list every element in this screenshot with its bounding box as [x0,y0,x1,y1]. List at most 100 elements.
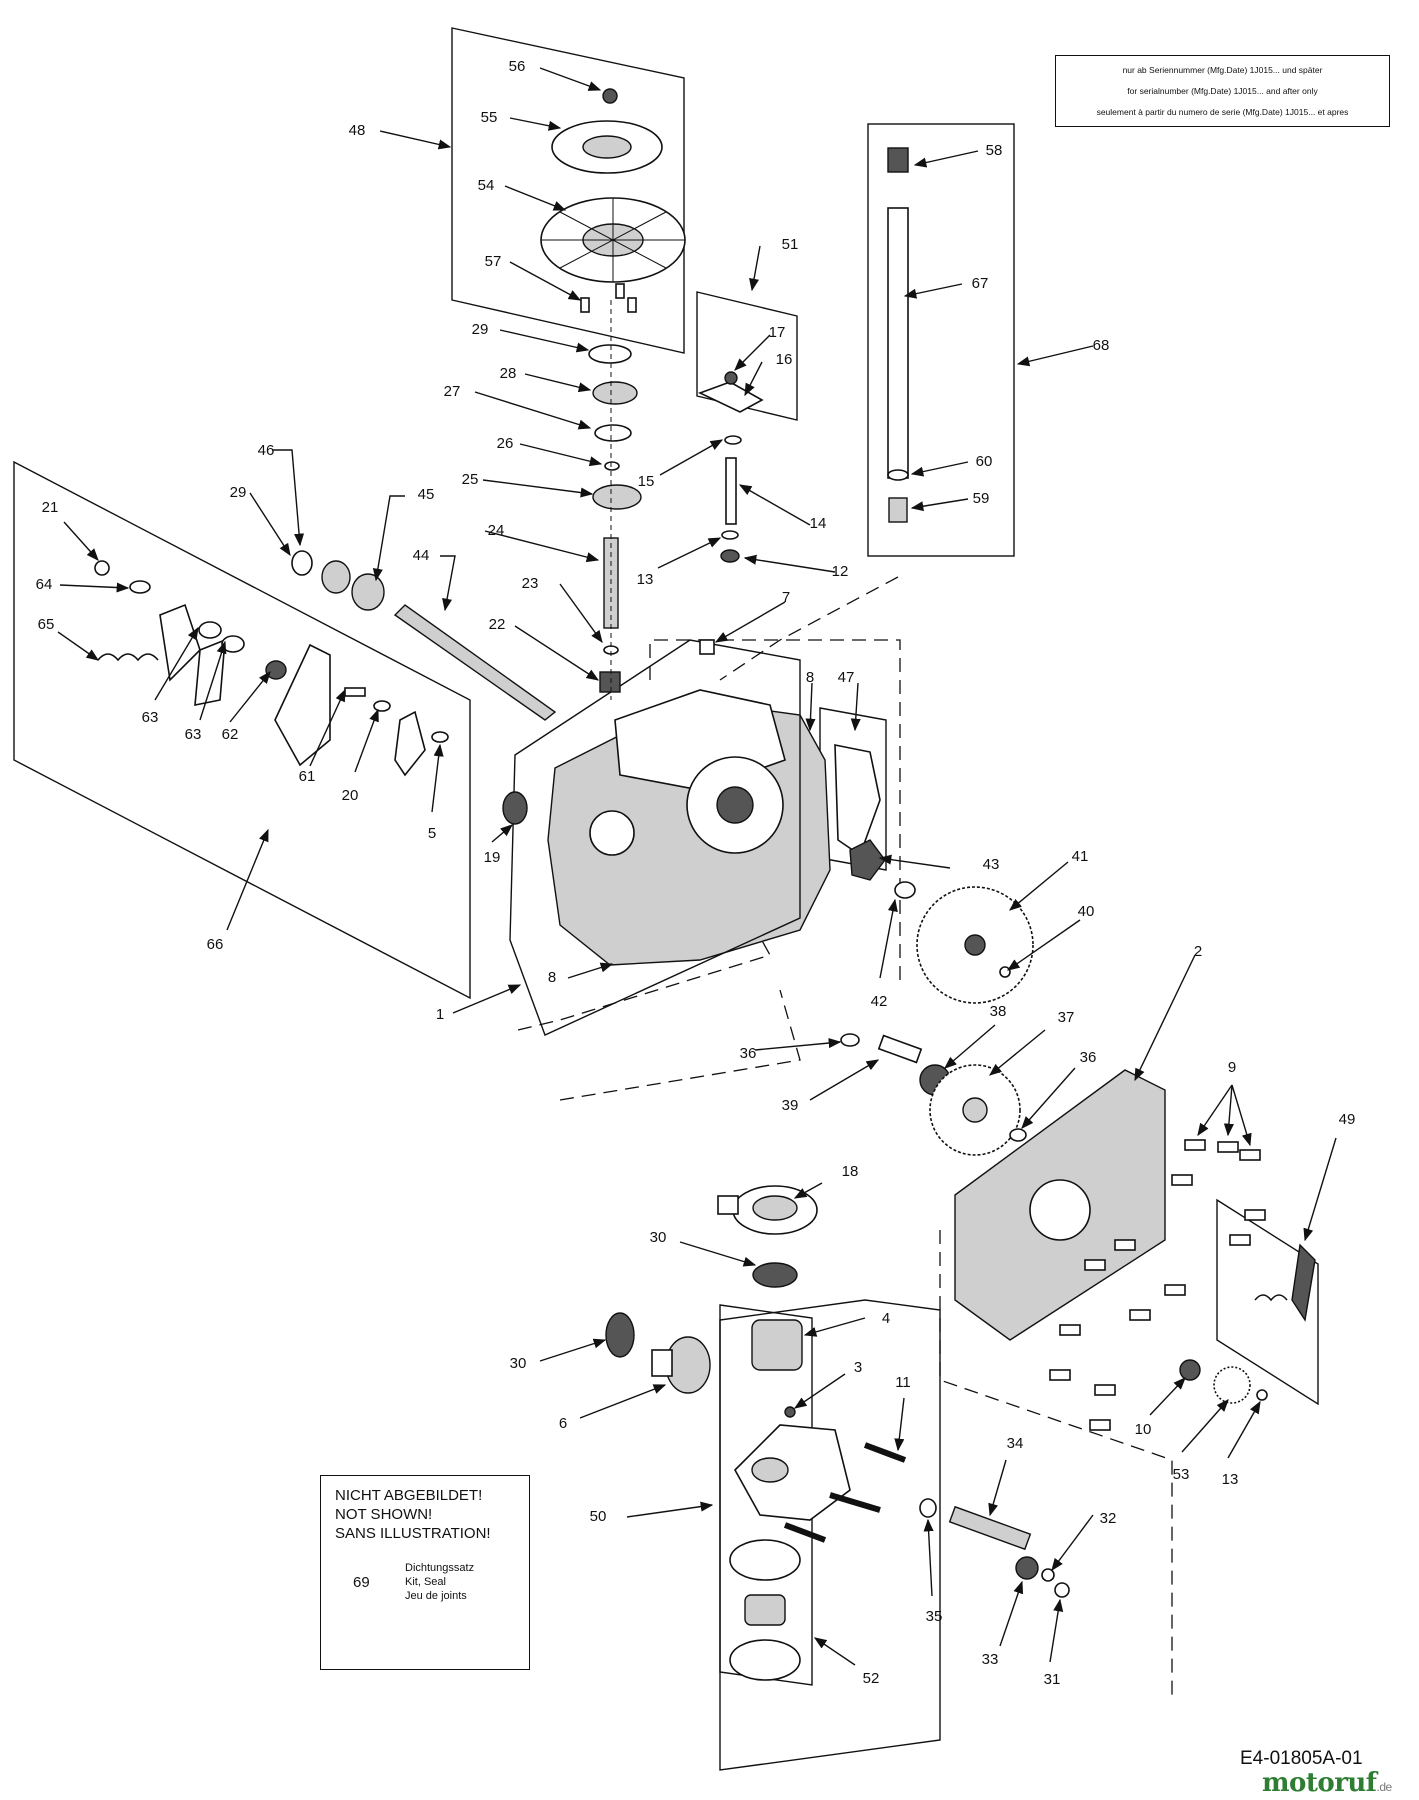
label-67: 67 [972,275,989,292]
label-10: 10 [1135,1421,1152,1438]
label-40: 40 [1078,903,1095,920]
washer-36b [1009,1128,1027,1142]
label-22: 22 [489,616,506,633]
label-11: 11 [895,1374,911,1391]
brake-plate [274,643,331,767]
label-35: 35 [926,1608,943,1625]
lever-spring [1254,1294,1288,1302]
label-5: 5 [428,825,436,842]
not-shown-desc-fr: Jeu de joints [405,1590,467,1602]
label-50: 50 [590,1508,607,1525]
drawing-id: E4-01805A-01 [1240,1748,1363,1769]
label-48: 48 [349,122,366,139]
washer-42 [894,881,916,899]
label-1: 1 [436,1006,444,1023]
label-23: 23 [522,575,539,592]
not-shown-heading-en: NOT SHOWN! [335,1506,433,1523]
label-8a: 8 [806,669,814,686]
not-shown-item-description: Dichtungssatz Kit, Seal Jeu de joints [405,1561,474,1603]
bolt-set-9 [1049,1139,1266,1431]
label-63b: 63 [185,726,202,743]
brake-arm-63b [194,638,226,706]
ring-63a [198,621,222,639]
label-36a: 36 [740,1045,757,1062]
bearing-6-stub [651,1349,673,1377]
label-55: 55 [481,109,498,126]
pump-18-stub [717,1195,739,1215]
bearing-22 [599,671,621,693]
ring-63b [221,635,245,653]
gear-41-hub [964,934,986,956]
label-8b: 8 [548,969,556,986]
ring-15 [724,435,742,445]
washer-20 [373,700,391,712]
label-16: 16 [776,351,793,368]
label-21: 21 [42,499,59,516]
label-65: 65 [38,616,55,633]
brand-name: motoruf [1262,1768,1377,1798]
brand-logo: motoruf.de [1262,1768,1392,1798]
panel-50-center-section [719,1299,941,1771]
cylinder-block-4 [751,1319,803,1371]
washer-64 [129,580,151,594]
label-44: 44 [413,547,430,564]
gasket-52b [744,1594,786,1626]
label-34: 34 [1007,1435,1024,1452]
label-66: 66 [207,936,224,953]
label-36b: 36 [1080,1049,1097,1066]
label-68: 68 [1093,337,1110,354]
not-shown-box: NICHT ABGEBILDET! NOT SHOWN! SANS ILLUST… [320,1475,530,1670]
label-4: 4 [882,1310,890,1327]
snap-ring-29 [291,550,313,576]
coupler-43 [849,839,886,881]
label-57: 57 [485,253,502,270]
label-49: 49 [1339,1111,1356,1128]
label-42: 42 [871,993,888,1010]
label-29b: 29 [230,484,247,501]
label-14: 14 [810,515,827,532]
label-53: 53 [1173,1466,1190,1483]
pin-14 [725,457,737,525]
label-26: 26 [497,435,514,452]
dash-line-left-gear [559,989,801,1101]
ring-60 [887,469,909,481]
ring-13-top [721,530,739,540]
label-39: 39 [782,1097,799,1114]
serial-note-en: for serialnumber (Mfg.Date) 1J015... and… [1127,85,1318,96]
pump-18-bore [752,1195,798,1221]
center-section-port [751,1457,789,1483]
label-33: 33 [982,1651,999,1668]
label-63a: 63 [142,709,159,726]
serial-note-de: nur ab Seriennummer (Mfg.Date) 1J015... … [1122,65,1323,76]
label-13b: 13 [1222,1471,1239,1488]
label-30a: 30 [650,1229,667,1246]
gasket-52a [729,1539,801,1581]
label-37: 37 [1058,1009,1075,1026]
pinion-33 [1015,1556,1039,1580]
not-shown-heading-de: NICHT ABGEBILDET! [335,1487,483,1504]
panel-48-pulley-fan [451,27,685,354]
bearing-25 [592,484,642,510]
label-54: 54 [478,177,495,194]
gasket-52c [729,1639,801,1681]
panel-68-bypass-rod [867,123,1015,557]
dash-line-rod [719,576,899,681]
label-19: 19 [484,849,501,866]
label-6: 6 [559,1415,567,1432]
label-52: 52 [863,1670,880,1687]
bracket-5 [394,710,426,777]
cap-58 [887,147,909,173]
brand-suffix: .de [1376,1780,1393,1794]
label-27: 27 [444,383,461,400]
leader-lines [57,67,1337,1666]
part-labels: 1 2 3 4 5 6 7 8 8 9 10 11 12 13 13 14 15… [36,58,1356,1688]
label-28: 28 [500,365,517,382]
not-shown-heading: NICHT ABGEBILDET! NOT SHOWN! SANS ILLUST… [335,1486,515,1543]
label-15: 15 [638,473,655,490]
pulley-55-hub [582,135,632,159]
seal-12 [720,549,740,563]
ring-32 [1041,1568,1055,1582]
housing-port-left [589,810,635,856]
label-62: 62 [222,726,239,743]
not-shown-item: 69 Dichtungssatz Kit, Seal Jeu de joints [335,1561,515,1603]
